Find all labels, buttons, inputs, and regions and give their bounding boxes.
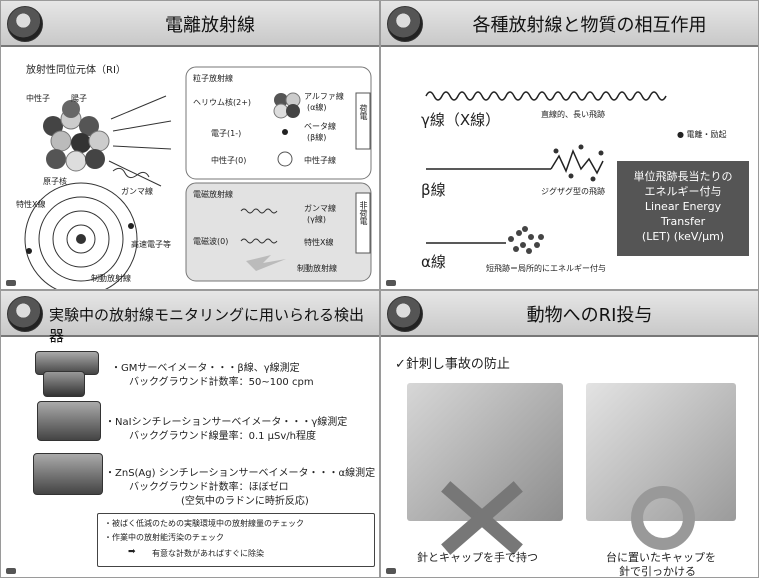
circle-icon (631, 486, 695, 550)
gm-survey-meter-body (43, 371, 85, 397)
char-x-label: 特性X線 (16, 200, 46, 209)
decontam-note: 有意な計数があればすぐに除染 (152, 549, 264, 558)
gm-line1: ・GMサーベイメータ・・・β線、γ線測定 (111, 363, 300, 374)
gamma-symbol: (γ線) (307, 215, 326, 224)
right-method-caption-1: 台に置いたキャップを (606, 551, 716, 564)
em-brems-label: 制動放射線 (297, 264, 337, 273)
radiation-illustration (24, 66, 372, 289)
gamma-ray-label: ガンマ線 (304, 204, 336, 213)
institute-logo (7, 6, 43, 42)
right-method-caption-2: 針で引っかける (619, 565, 696, 578)
slide-title: 動物へのRI投与 (526, 305, 653, 326)
slide-header: 実験中の放射線モニタリングに用いられる検出器 (1, 291, 379, 345)
em-heading: 電磁放射線 (193, 190, 233, 199)
prevention-heading: ✓針刺し事故の防止 (395, 357, 510, 372)
helium-label: ヘリウム核(2+) (193, 98, 252, 107)
nai-line1: ・NaIシンチレーションサーベイメータ・・・γ線測定 (105, 417, 348, 428)
zns-line1: ・ZnS(Ag) シンチレーションサーベイメータ・・・α線測定 (105, 468, 376, 479)
em-char-x-label: 特性X線 (304, 238, 334, 247)
institute-logo (7, 296, 43, 332)
let-line: (LET) (keV/μm) (641, 230, 725, 243)
gamma-label: ガンマ線 (121, 187, 153, 196)
short-track-label: 短飛跡＝局所的にエネルギー付与 (486, 264, 606, 273)
interaction-illustration (425, 91, 667, 254)
zns-line3: (空気中のラドンに時折反応) (181, 496, 309, 507)
note-item: ・被ばく低減のための実験環境中の放射線量のチェック (104, 519, 304, 528)
electron-label: 電子(1-) (211, 129, 242, 138)
beta-symbol: (β線) (307, 133, 327, 142)
let-line: Transfer (660, 215, 706, 228)
alpha-symbol: (α線) (307, 103, 327, 112)
uncharged-label: 非荷電 (359, 201, 368, 225)
zns-line2: バックグラウンド計数率：ほぼゼロ (129, 482, 289, 493)
neutron-ray-label: 中性子線 (304, 156, 336, 165)
slide-ionizing-radiation: 電離放射線 放射性同位元体（RI） (0, 0, 380, 290)
gamma-wave (425, 91, 667, 101)
proton-label: 陽子 (71, 94, 87, 103)
do-dont-marks (441, 481, 695, 555)
notes-box: ・被ばく低減のための実験環境中の放射線量のチェック ・作業中の放射能汚染のチェッ… (97, 513, 375, 567)
note-item: ・作業中の放射能汚染のチェック (104, 533, 224, 542)
straight-track-label: 直線的、長い飛跡 (541, 110, 605, 119)
slide-header: 動物へのRI投与 (381, 291, 758, 337)
slide-header: 電離放射線 (1, 1, 379, 47)
ionization-label: ● 電離・励起 (677, 130, 727, 139)
slide-interaction: 各種放射線と物質の相互作用 γ線（X線） 直線的、長い飛跡 ● 電離・励起 β線… (380, 0, 759, 290)
em-wave-label: 電磁波(0) (193, 237, 229, 246)
slide-title: 電離放射線 (165, 15, 255, 36)
emission-arrow (110, 95, 167, 120)
footer-logo (6, 568, 16, 574)
particle-heading: 粒子放射線 (193, 74, 233, 83)
let-definition-box: 単位飛跡長当たりの エネルギー付与 Linear Energy Transfer… (617, 161, 749, 256)
footer-logo (386, 568, 396, 574)
hand-capping-photo (407, 383, 563, 521)
wrong-method-caption: 針とキャップを手で持つ (417, 551, 538, 564)
alpha-label: α線 (421, 253, 446, 271)
institute-logo (387, 296, 423, 332)
alpha-label: アルファ線 (304, 92, 344, 101)
ri-label: 放射性同位元体（RI） (26, 65, 126, 76)
footer-logo (6, 280, 16, 286)
zigzag-label: ジグザグ型の飛跡 (541, 187, 605, 196)
nucleus-graphic (43, 100, 110, 172)
let-line: 単位飛跡長当たりの (633, 170, 733, 183)
slide-detectors: 実験中の放射線モニタリングに用いられる検出器 ・GMサーベイメータ・・・β線、γ… (0, 290, 380, 578)
slide-ri-administration: 動物へのRI投与 ✓針刺し事故の防止 針とキャップを手で持つ 台に置いたキャップ… (380, 290, 759, 578)
cross-icon (441, 481, 523, 555)
gamma-label: γ線（X線） (421, 111, 501, 129)
footer-logo (386, 280, 396, 286)
zns-survey-meter-image (33, 453, 103, 495)
neutron-label: 中性子 (26, 94, 50, 103)
beta-label: β線 (421, 181, 446, 199)
atom-orbits (24, 182, 138, 289)
let-line: エネルギー付与 (644, 185, 722, 198)
neutron0-label: 中性子(0) (211, 156, 247, 165)
particle-box (185, 66, 372, 180)
slide-title: 実験中の放射線モニタリングに用いられる検出器 (49, 306, 365, 345)
em-box (185, 182, 372, 282)
bremsstrahlung-label: 制動放射線 (91, 274, 131, 283)
slide-title: 各種放射線と物質の相互作用 (472, 15, 707, 36)
institute-logo (387, 6, 423, 42)
arrow-icon: ➡ (128, 547, 136, 557)
nai-survey-meter-image (37, 401, 101, 441)
nucleus-label: 原子核 (43, 177, 67, 186)
charged-label: 荷電 (359, 104, 368, 120)
fast-electron-label: 高速電子等 (131, 240, 171, 249)
gm-line2: バックグラウンド計数率：50~100 cpm (129, 377, 314, 388)
nai-line2: バックグラウンド線量率：0.1 μSv/h程度 (129, 431, 317, 442)
let-line: Linear Energy (644, 200, 722, 213)
beta-label: ベータ線 (304, 122, 336, 131)
slide-header: 各種放射線と物質の相互作用 (381, 1, 758, 47)
